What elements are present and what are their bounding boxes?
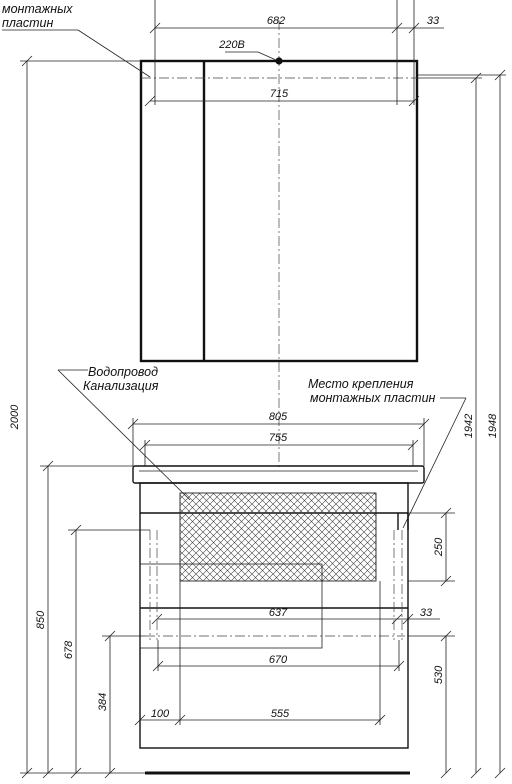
- plumbing-note: Водопровод Канализация: [57, 365, 191, 501]
- socket-point: [275, 57, 283, 65]
- dim-cabinet-plate-offset: 33: [427, 15, 440, 27]
- dim-vanity-plate-offset: 33: [420, 607, 433, 619]
- washbasin-top: [132, 465, 425, 484]
- mounting-plates-top-line1: монтажных: [2, 2, 73, 16]
- mirror-cabinet: [139, 20, 419, 470]
- dim-pipe-left-offset: 100: [151, 708, 170, 720]
- dim-height-678: 678: [63, 640, 75, 659]
- vertical-dimensions: 2000 850 678 384 1942 1948 250: [9, 55, 506, 779]
- dim-height-384: 384: [97, 693, 109, 711]
- dim-pipe-span: 670: [269, 654, 288, 666]
- dim-vanity-height: 850: [35, 610, 47, 629]
- mounting-plates-top-line2: пластин: [2, 16, 53, 30]
- dim-height-530: 530: [433, 665, 445, 684]
- mounting-place-line2: монтажных пластин: [310, 391, 436, 405]
- dim-height-1948: 1948: [487, 413, 499, 438]
- vanity-unit: [132, 465, 425, 749]
- plumbing-line1: Водопровод: [88, 365, 158, 379]
- mounting-plates-note-top: монтажных пластин: [2, 2, 151, 78]
- drawer-front-shadow: [139, 563, 323, 649]
- dim-vanity-body-width: 755: [269, 432, 288, 444]
- socket-label: 220В: [218, 39, 245, 51]
- dim-height-1942: 1942: [463, 414, 475, 438]
- mounting-place-line1: Место крепления: [308, 377, 414, 391]
- dim-cabinet-plate-span: 682: [267, 15, 285, 27]
- dim-total-height: 2000: [9, 404, 21, 430]
- plumbing-zone: [179, 492, 377, 582]
- dim-pipe-width: 555: [271, 708, 290, 720]
- dim-drawer-height: 250: [433, 537, 445, 557]
- dim-vanity-top-width: 805: [269, 411, 288, 423]
- dim-vanity-plate-span: 637: [269, 607, 288, 619]
- mounting-place-note: Место крепления монтажных пластин: [308, 377, 467, 529]
- plumbing-line2: Канализация: [83, 379, 159, 393]
- vanity-horizontal-dimensions: 805 755 637 33 670 100 555: [127, 411, 440, 726]
- cabinet-top-dimensions: 682 33 715 220В: [144, 0, 444, 107]
- dim-cabinet-width: 715: [270, 88, 289, 100]
